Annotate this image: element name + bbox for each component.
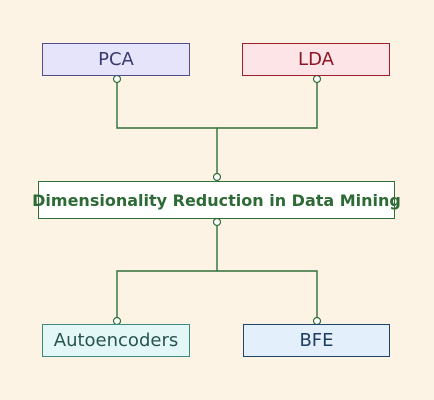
connector-port-lda	[312, 74, 322, 84]
node-lda: LDA	[242, 43, 390, 76]
connector-center-to-autoencoders	[116, 223, 218, 320]
connector-port-center-bottom	[212, 217, 222, 227]
connector-port-center-top	[212, 172, 222, 182]
node-bfe: BFE	[243, 324, 390, 357]
node-autoencoders: Autoencoders	[42, 324, 190, 357]
node-pca: PCA	[42, 43, 190, 76]
connector-pca-to-center	[116, 79, 218, 176]
node-bfe-label: BFE	[299, 330, 334, 351]
node-autoencoders-label: Autoencoders	[53, 330, 179, 351]
node-dimensionality-reduction: Dimensionality Reduction in Data Mining	[32, 181, 401, 219]
node-lda-label: LDA	[298, 49, 334, 70]
connector-port-pca	[112, 74, 122, 84]
connector-lda-to-center	[217, 79, 318, 129]
node-center-label: Dimensionality Reduction in Data Mining	[32, 190, 401, 210]
connector-center-to-bfe	[217, 270, 318, 320]
node-pca-label: PCA	[98, 49, 134, 70]
